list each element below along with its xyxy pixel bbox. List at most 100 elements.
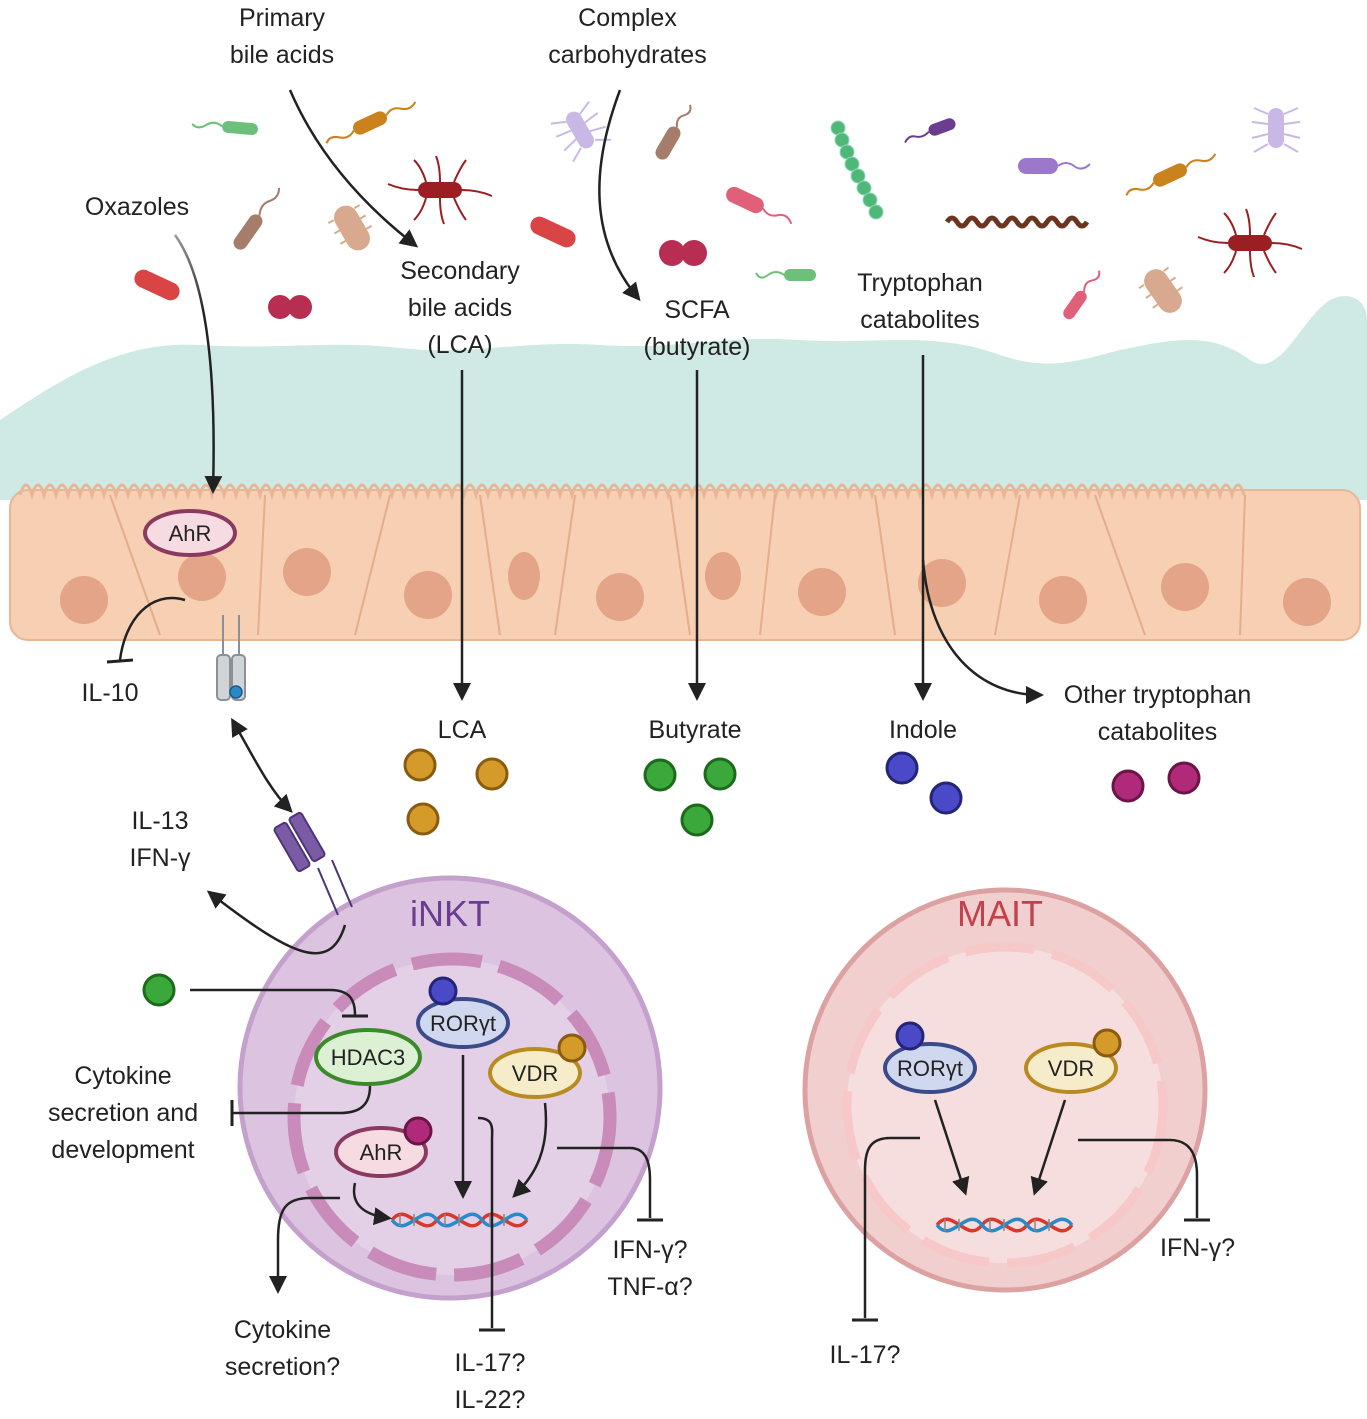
inkt-title: iNKT [410, 893, 490, 934]
bacterium-icon [134, 269, 180, 301]
lca-molecules [403, 748, 509, 836]
inkt-vdr-label: VDR [512, 1061, 558, 1086]
butyrate-molecule [142, 973, 176, 1007]
bacterium-icon [1125, 153, 1217, 196]
microvilli [18, 483, 1246, 501]
nucleus [404, 571, 452, 619]
other-trp-molecules [1111, 761, 1201, 803]
nucleus [283, 548, 331, 596]
bacterium-icon [755, 269, 816, 281]
ahr-to-dna [352, 1182, 392, 1226]
epithelium [9, 483, 1361, 641]
mait-vdr-to-dna [1030, 1099, 1067, 1196]
nucleus [1283, 578, 1331, 626]
il13-ifng-arrow [206, 890, 347, 955]
inkt-ahr-label: AhR [360, 1140, 403, 1165]
bacterium-icon [1018, 158, 1091, 174]
butyrate-molecules [643, 757, 737, 837]
ifng-tnfa-label: IFN-γ?TNF-α? [607, 1236, 693, 1301]
bacterium-icon [655, 104, 692, 160]
mait-il17-label: IL-17? [829, 1341, 901, 1369]
lca-label: LCA [437, 716, 487, 744]
bacterium-icon [550, 101, 612, 163]
il17-il22-label: IL-17?IL-22? [454, 1349, 526, 1414]
inkt-ahr-ligand [403, 1116, 433, 1146]
bacterium-icon [944, 215, 1090, 229]
primary-to-secondary-arrow [288, 89, 419, 248]
mait-ifng-inhibition [1078, 1138, 1199, 1218]
oxazoles-arrow [173, 234, 223, 494]
mait-rorgt-ligand [895, 1021, 925, 1051]
bacterium-icon [904, 118, 956, 144]
bacterium-icon [1063, 270, 1101, 320]
scfa-label: SCFA(butyrate) [643, 296, 751, 361]
bacterium-icon [191, 120, 258, 136]
butyrate-hdac3-inhibition [190, 988, 357, 1016]
nucleus [508, 552, 540, 600]
other-trp-arrow [921, 559, 1044, 704]
mait-cell [802, 887, 1208, 1293]
mucus-layer [0, 296, 1367, 500]
nucleus [1039, 576, 1087, 624]
bacterium-icon [1197, 208, 1303, 278]
mait-vdr-ligand [1092, 1028, 1122, 1058]
bacterium-icon [325, 101, 417, 144]
inkt-ahr [334, 1126, 428, 1178]
hdac3-label: HDAC3 [331, 1045, 406, 1070]
nucleus [798, 568, 846, 616]
mait-rorgt-to-dna [933, 1099, 970, 1196]
hdac3 [314, 1028, 422, 1086]
inkt-vdr [488, 1047, 582, 1099]
indole-label: Indole [888, 716, 958, 744]
receptor-icon [216, 615, 246, 701]
nucleus [918, 559, 966, 607]
bacterium-icon [726, 186, 793, 225]
bacterium-icon [530, 216, 576, 248]
ifng-tnfa-inhibition [557, 1146, 652, 1218]
carb-to-scfa-arrow [598, 89, 641, 302]
nucleus [705, 552, 741, 600]
mait-vdr-label: VDR [1048, 1056, 1094, 1081]
il10-inhibition [118, 596, 186, 661]
mait-rorgt-label: RORγt [897, 1056, 963, 1081]
nucleus [596, 573, 644, 621]
coccus-icon [268, 295, 312, 319]
mait-vdr [1024, 1042, 1118, 1094]
inkt-rorgt-label: RORγt [430, 1011, 496, 1036]
bacterium-icon [1138, 266, 1183, 313]
il17-il22-inhibition [477, 1116, 494, 1328]
bacterium-icon [1251, 107, 1301, 153]
oxazoles-label: Oxazoles [84, 193, 190, 221]
nucleus [60, 576, 108, 624]
inkt-rorgt-ligand [428, 976, 458, 1006]
dna-icon [390, 1212, 529, 1228]
inkt-rorgt [416, 997, 510, 1049]
nucleus [1161, 563, 1209, 611]
epithelial-ahr [143, 509, 237, 557]
mait-rorgt [883, 1042, 977, 1094]
cytokine-secretion-arrow [269, 1196, 340, 1294]
interaction-arrow [231, 717, 293, 813]
il10-label: IL-10 [81, 679, 139, 707]
microbiota [134, 101, 1303, 320]
nucleus [178, 553, 226, 601]
indole-molecules [885, 751, 963, 815]
mait-ifng-label: IFN-γ? [1160, 1234, 1235, 1262]
mait-il17-inhibition [863, 1136, 920, 1318]
tcr-icon [273, 811, 353, 916]
mait-title: MAIT [957, 893, 1043, 934]
inkt-vdr-ligand [557, 1033, 587, 1063]
epithelial-ahr-label: AhR [169, 521, 212, 546]
bacterium-icon [830, 120, 884, 220]
bacterium-icon [233, 187, 280, 250]
butyrate-label: Butyrate [648, 716, 742, 744]
dna-icon [935, 1217, 1074, 1233]
